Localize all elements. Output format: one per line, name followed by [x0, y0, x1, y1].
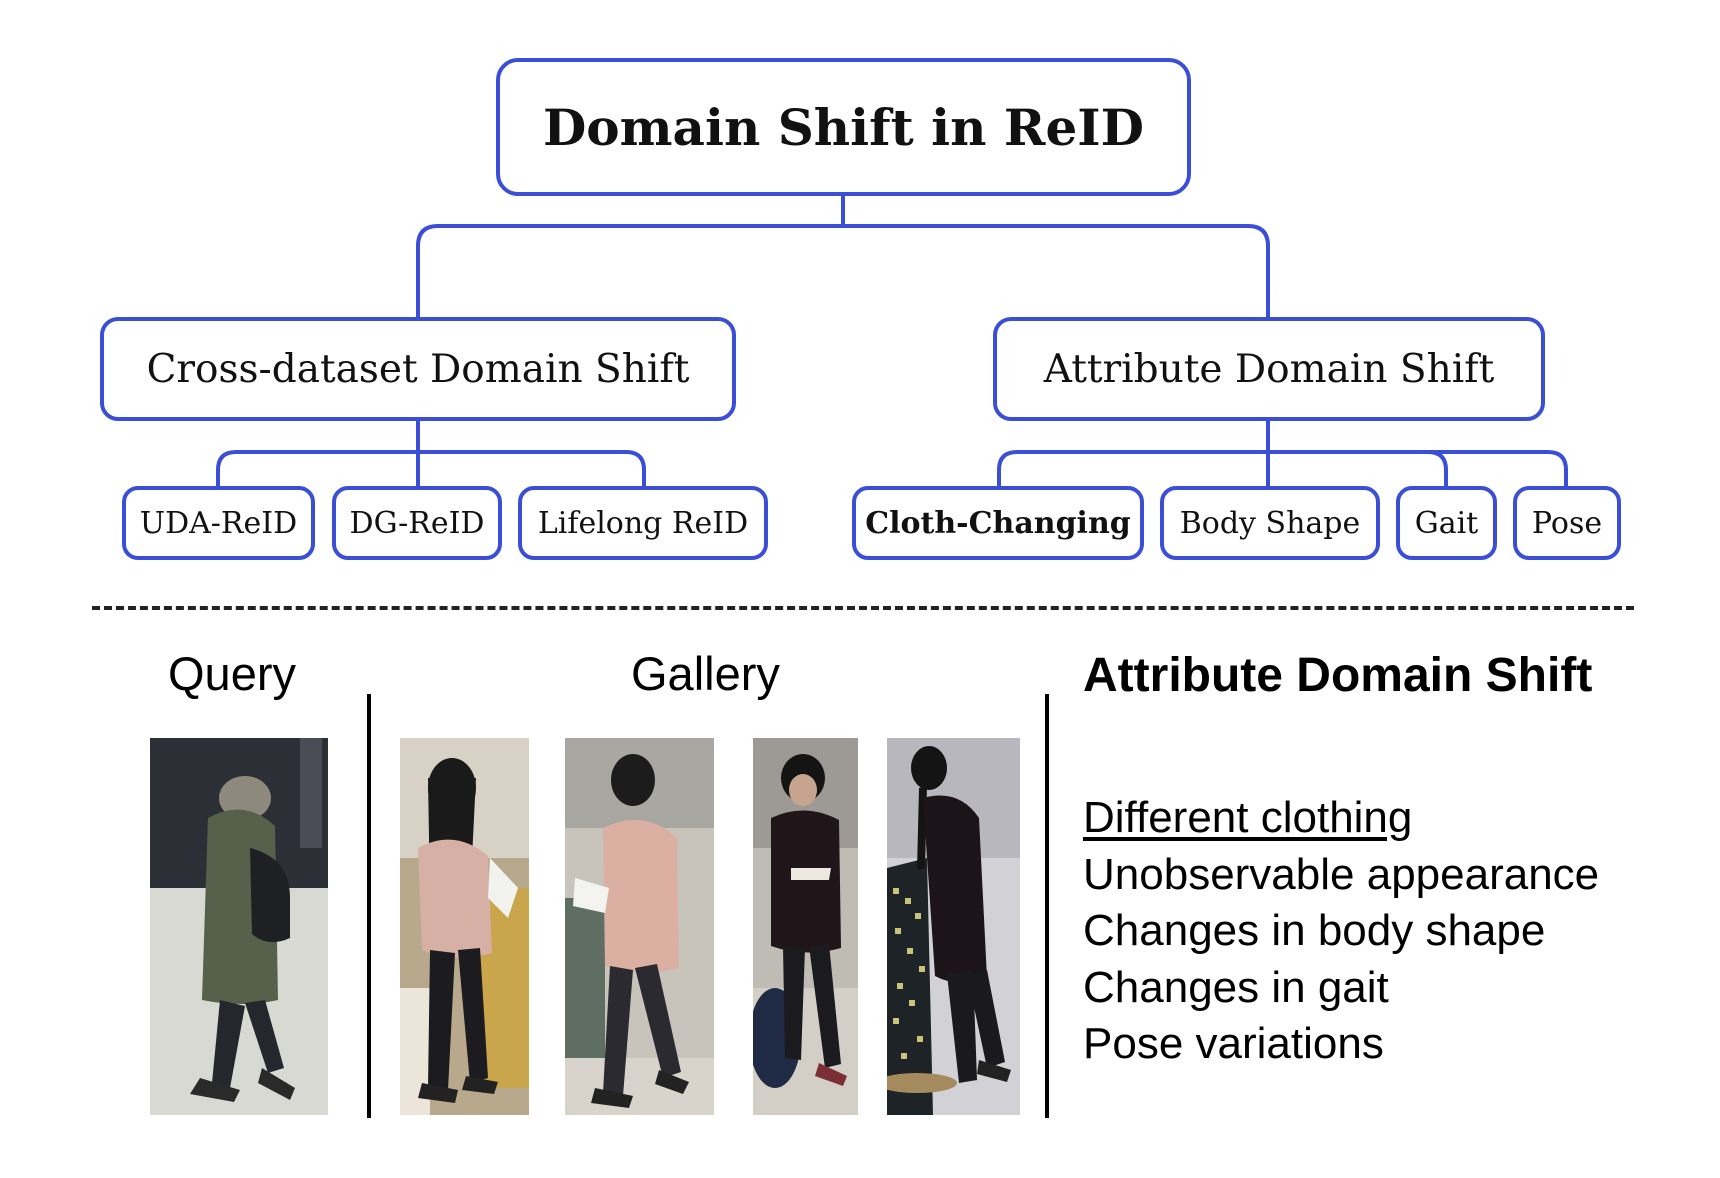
node-pose-label: Pose [1531, 505, 1603, 541]
query-image [150, 738, 328, 1115]
node-cloth-changing-label: Cloth-Changing [865, 505, 1131, 541]
node-cross-dataset: Cross-dataset Domain Shift [100, 317, 736, 421]
connector-cross-bar [216, 450, 646, 487]
connector-root-right [843, 224, 1270, 318]
gallery-image-1 [400, 738, 529, 1115]
node-attribute-label: Attribute Domain Shift [1043, 346, 1495, 392]
node-lifelong-reid: Lifelong ReID [518, 486, 768, 560]
node-gait: Gait [1396, 486, 1497, 560]
connector-root-left [416, 224, 843, 318]
node-dg-reid-label: DG-ReID [349, 505, 485, 541]
node-body-shape: Body Shape [1160, 486, 1380, 560]
node-uda-reid: UDA-ReID [122, 486, 315, 560]
attribute-list: Different clothing Unobservable appearan… [1083, 790, 1599, 1073]
node-gait-label: Gait [1414, 505, 1479, 541]
gallery-attribute-divider [1045, 694, 1049, 1118]
attribute-item-different-clothing: Different clothing [1083, 793, 1413, 842]
attribute-item-pose: Pose variations [1083, 1019, 1384, 1068]
node-body-shape-label: Body Shape [1179, 505, 1361, 541]
node-cross-dataset-label: Cross-dataset Domain Shift [146, 346, 690, 392]
gallery-heading: Gallery [631, 647, 780, 700]
connector-attr-gait [1427, 450, 1448, 487]
gallery-image-3 [753, 738, 858, 1115]
connector-attr-bar [997, 450, 1568, 487]
node-attribute: Attribute Domain Shift [993, 317, 1545, 421]
query-gallery-divider [367, 694, 371, 1118]
node-lifelong-reid-label: Lifelong ReID [537, 505, 749, 541]
attribute-panel-title: Attribute Domain Shift [1083, 649, 1593, 702]
attribute-item-gait: Changes in gait [1083, 962, 1389, 1012]
section-divider [92, 606, 1634, 610]
attribute-item-unobservable-appearance: Unobservable appearance [1083, 849, 1600, 899]
node-uda-reid-label: UDA-ReID [139, 505, 298, 541]
gallery-image-2 [565, 738, 714, 1115]
node-dg-reid: DG-ReID [332, 486, 502, 560]
gallery-image-4 [887, 738, 1020, 1115]
root-node: Domain Shift in ReID [496, 58, 1191, 196]
attribute-item-body-shape: Changes in body shape [1083, 906, 1546, 955]
node-cloth-changing: Cloth-Changing [852, 486, 1144, 560]
root-node-label: Domain Shift in ReID [542, 97, 1145, 157]
node-pose: Pose [1513, 486, 1621, 560]
query-heading: Query [168, 647, 296, 700]
